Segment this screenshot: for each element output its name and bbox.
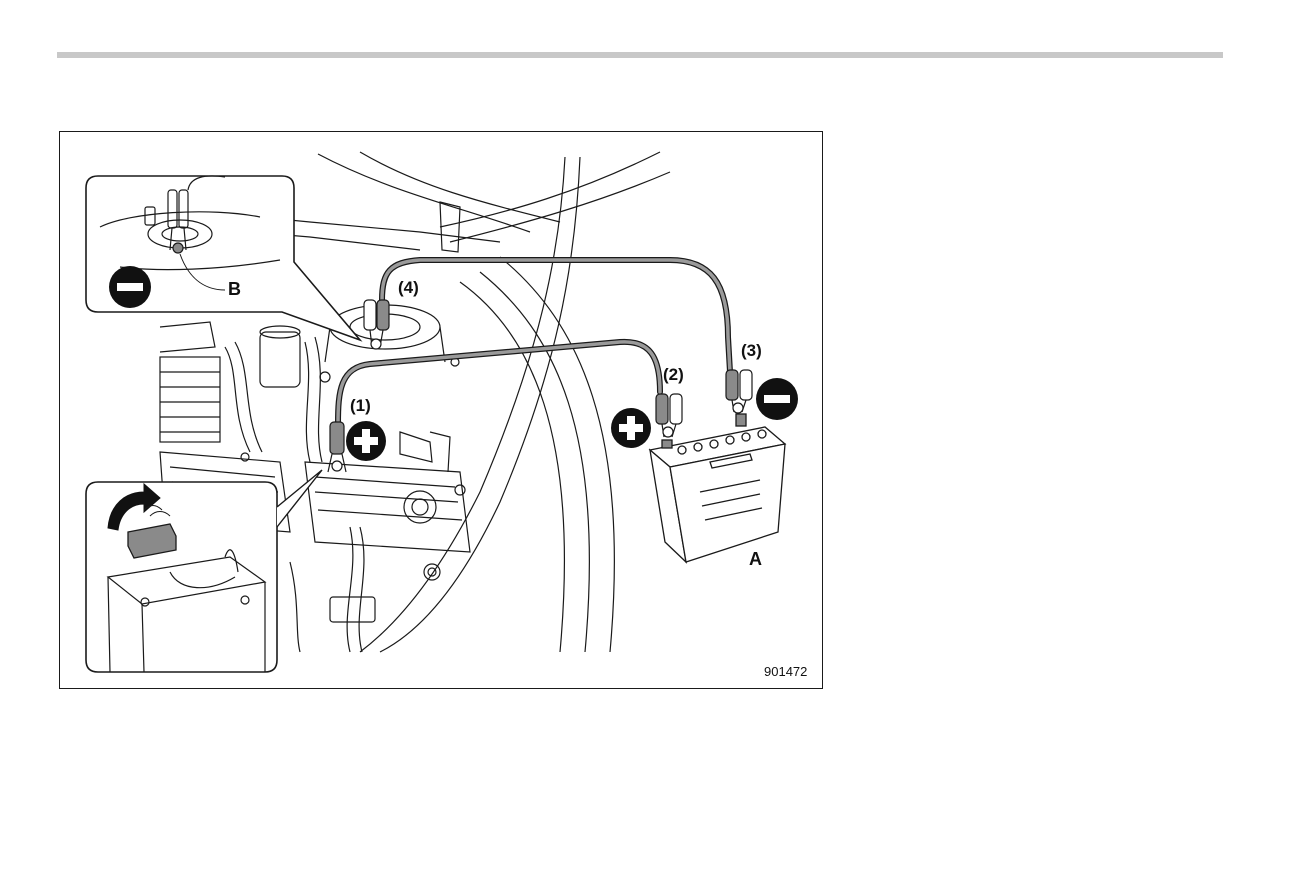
negative-badge-ground bbox=[109, 266, 151, 308]
jump-start-illustration: (4) (1) (2) (3) A B 901472 bbox=[59, 131, 823, 689]
plus-circle-icon bbox=[362, 429, 370, 453]
inset-terminal-cover bbox=[86, 470, 322, 672]
clamp-3 bbox=[726, 370, 752, 413]
label-clamp-2: (2) bbox=[663, 365, 684, 384]
label-clamp-4: (4) bbox=[398, 278, 419, 297]
clamp-2 bbox=[656, 394, 682, 437]
label-clamp-3: (3) bbox=[741, 341, 762, 360]
positive-badge-vehicle-battery bbox=[346, 421, 386, 461]
minus-circle-icon bbox=[117, 283, 143, 291]
header-rule bbox=[57, 52, 1223, 58]
label-battery-a: A bbox=[749, 549, 762, 569]
clamp-4 bbox=[364, 300, 389, 349]
illustration-svg: (4) (1) (2) (3) A B 901472 bbox=[60, 132, 822, 688]
label-clamp-1: (1) bbox=[350, 396, 371, 415]
negative-badge-booster bbox=[756, 378, 798, 420]
inset-ground-point bbox=[86, 176, 360, 340]
label-ground-b: B bbox=[228, 279, 241, 299]
positive-badge-booster bbox=[611, 408, 651, 448]
figure-number: 901472 bbox=[764, 664, 807, 679]
